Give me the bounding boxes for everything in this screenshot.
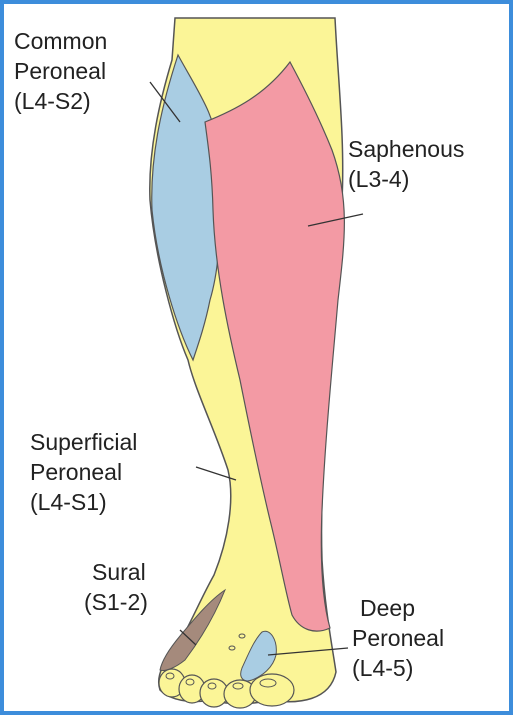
label-deep-peroneal-line1: Deep xyxy=(352,593,444,623)
label-superficial-peroneal-line2: Peroneal xyxy=(30,457,137,487)
label-sural: Sural (S1-2) xyxy=(84,557,148,617)
label-deep-peroneal-line3: (L4-5) xyxy=(352,653,444,683)
label-common-peroneal-line3: (L4-S2) xyxy=(14,86,107,116)
label-common-peroneal-line2: Peroneal xyxy=(14,56,107,86)
label-saphenous-line2: (L3-4) xyxy=(348,164,464,194)
label-superficial-peroneal-line3: (L4-S1) xyxy=(30,487,137,517)
label-sural-line1: Sural xyxy=(84,557,148,587)
label-superficial-peroneal: Superficial Peroneal (L4-S1) xyxy=(30,427,137,517)
label-saphenous: Saphenous (L3-4) xyxy=(348,134,464,194)
label-common-peroneal-line1: Common xyxy=(14,26,107,56)
label-deep-peroneal-line2: Peroneal xyxy=(352,623,444,653)
label-deep-peroneal: Deep Peroneal (L4-5) xyxy=(352,593,444,683)
label-superficial-peroneal-line1: Superficial xyxy=(30,427,137,457)
label-common-peroneal: Common Peroneal (L4-S2) xyxy=(14,26,107,116)
label-sural-line2: (S1-2) xyxy=(84,587,148,617)
label-saphenous-line1: Saphenous xyxy=(348,134,464,164)
